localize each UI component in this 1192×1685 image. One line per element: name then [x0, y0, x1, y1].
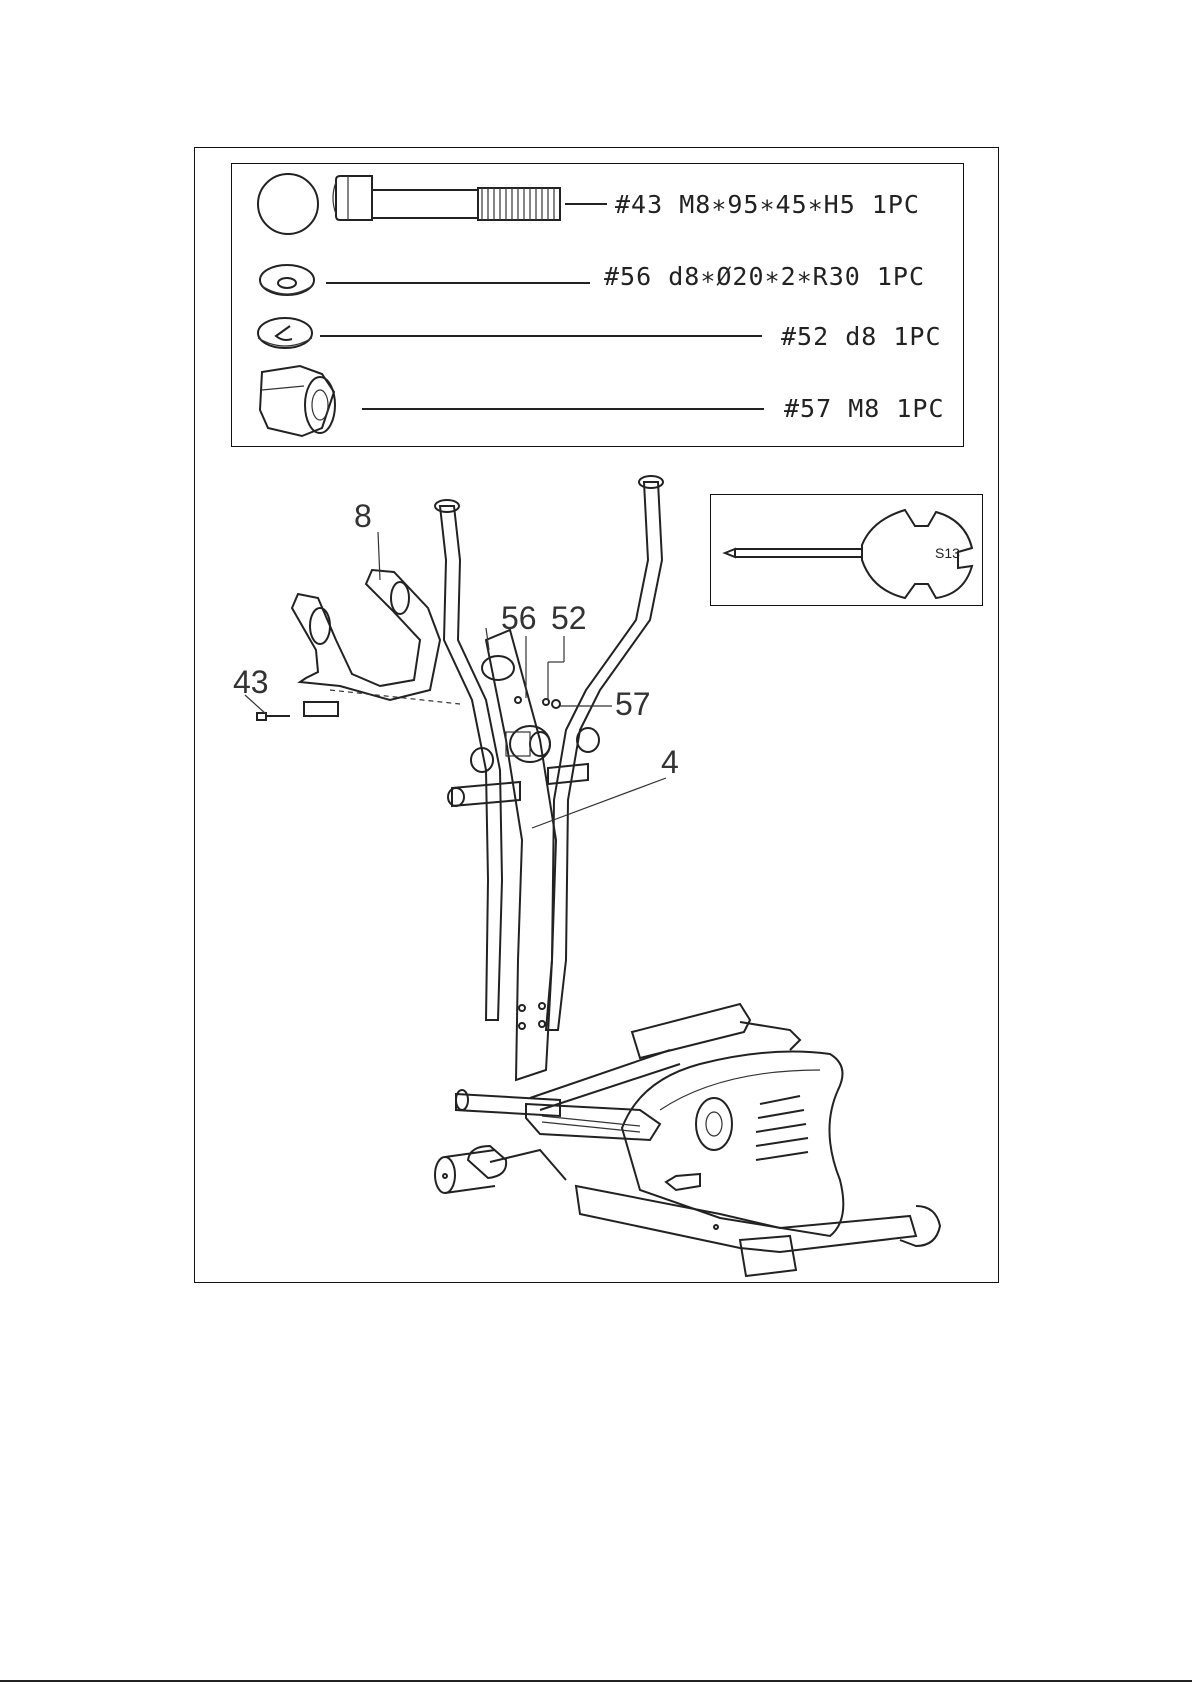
nut-57-icon	[260, 366, 764, 436]
washer-56-icon	[260, 265, 590, 295]
page-bottom-rule	[0, 1680, 1192, 1682]
wrench-size-label: S13	[935, 545, 960, 561]
bolt-43-icon	[258, 174, 607, 234]
elliptical-trainer-drawing	[245, 476, 940, 1276]
spring-washer-52-icon	[258, 318, 762, 348]
wrench-screwdriver-icon: S13	[725, 510, 972, 598]
